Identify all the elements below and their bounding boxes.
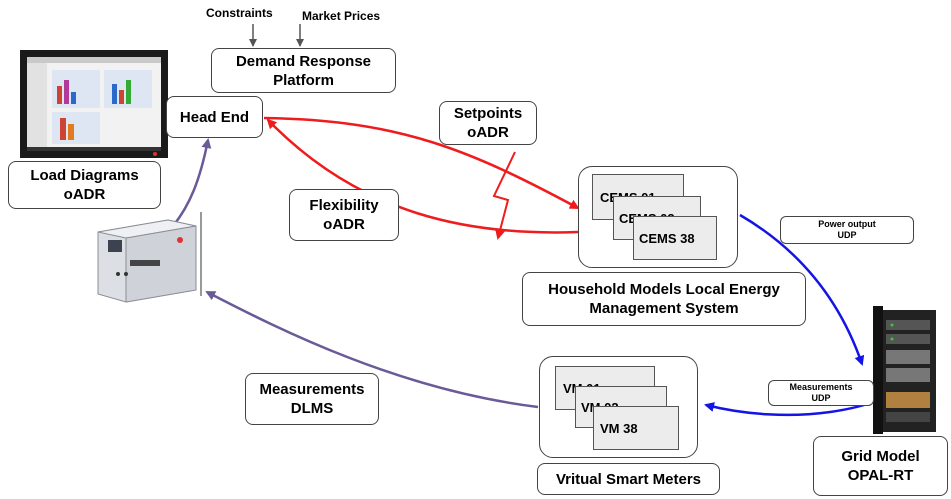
- flexibility-box: Flexibility oADR: [289, 189, 399, 241]
- power-output-box: Power output UDP: [780, 216, 914, 244]
- cems-card-label: CEMS 38: [639, 230, 695, 246]
- load-diagrams-line2: oADR: [63, 186, 106, 203]
- grid-model-line1: Grid Model: [841, 448, 920, 465]
- setpoints-line2: oADR: [467, 124, 509, 141]
- flexibility-arrow: [266, 118, 579, 234]
- household-line1: Household Models Local Energy: [548, 281, 780, 298]
- flexibility-line2: oADR: [323, 216, 365, 233]
- head-end-box: Head End: [166, 96, 263, 138]
- demand-response-line1: Demand Response: [235, 52, 372, 70]
- demand-response-platform-box: Demand Response Platform: [211, 48, 396, 93]
- constraints-label: Constraints: [206, 6, 273, 20]
- power-output-line1: Power output: [818, 219, 876, 229]
- head-end-label: Head End: [179, 108, 250, 126]
- power-output-line2: UDP: [837, 230, 857, 240]
- measurements-dlms-line2: DLMS: [290, 400, 334, 417]
- market-prices-label: Market Prices: [302, 9, 381, 23]
- load-diagrams-box: Load Diagrams oADR: [8, 161, 161, 209]
- flexibility-line1: Flexibility: [309, 197, 379, 214]
- demand-response-line2: Platform: [273, 71, 334, 89]
- household-line2: Management System: [589, 300, 739, 317]
- monitor-dashboard-image: [20, 50, 168, 158]
- measurements-dlms-box: Measurements DLMS: [245, 373, 379, 425]
- grid-model-box: Grid Model OPAL-RT: [813, 436, 948, 496]
- grid-model-line2: OPAL-RT: [847, 467, 914, 484]
- setpoints-line1: Setpoints: [453, 105, 523, 122]
- measurements-udp-box: Measurements UDP: [768, 380, 874, 406]
- virtual-smart-meters-box: Vritual Smart Meters: [537, 463, 720, 495]
- load-diagrams-line1: Load Diagrams: [30, 167, 139, 184]
- household-models-box: Household Models Local Energy Management…: [522, 272, 806, 326]
- vm-card-label: VM 38: [600, 420, 638, 436]
- measurements-dlms-arrow: [205, 290, 539, 409]
- meter-to-headend-arrow: [172, 138, 212, 227]
- measurements-dlms-line1: Measurements: [259, 381, 365, 398]
- smart-meter-device-image: [97, 219, 197, 303]
- vm-card: VM 38: [593, 406, 679, 450]
- setpoints-box: Setpoints oADR: [439, 101, 537, 145]
- measurements-udp-line1: Measurements: [789, 382, 853, 392]
- measurements-udp-line2: UDP: [811, 393, 831, 403]
- wireless-lightning-icon: [492, 151, 516, 240]
- opal-rt-rack-image: [873, 306, 936, 434]
- setpoints-arrow: [263, 116, 580, 210]
- cems-card: CEMS 38: [633, 216, 717, 260]
- virtual-smart-meters-label: Vritual Smart Meters: [555, 470, 702, 488]
- power-output-arrow: [739, 213, 865, 366]
